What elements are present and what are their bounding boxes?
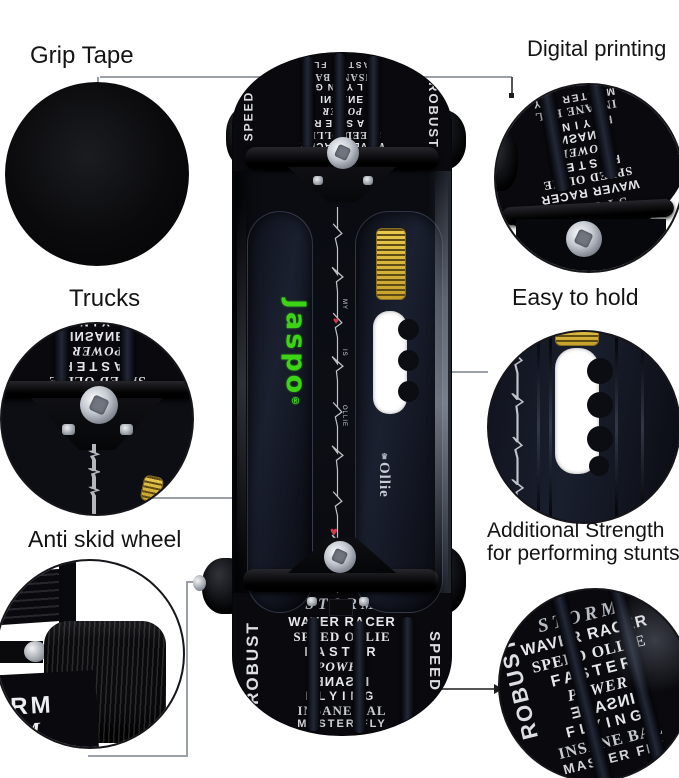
brand-logo-text: Jaspo® — [280, 299, 311, 439]
brand-logo-word: Jaspo — [280, 299, 311, 397]
tail-side-word-left: ROBUST — [242, 621, 262, 705]
grip-tape-leader-tick — [97, 77, 99, 84]
pattern-word: WAVER RACER — [288, 613, 396, 629]
tail-side-word-right: SPEED — [426, 631, 444, 692]
zoom-heartbeat-line — [511, 336, 524, 506]
truck-hanger-top — [288, 167, 396, 203]
kingpin-nut-bottom — [324, 541, 356, 573]
heart-icon: ♥ — [333, 316, 339, 327]
deck-recess-panel-left — [247, 211, 313, 613]
handle-finger-bump — [587, 358, 613, 384]
handle-finger-bump — [589, 456, 609, 476]
zoom-screw — [120, 424, 133, 435]
pattern-word: MASTER FLY — [297, 718, 387, 730]
heart-icon: ♥ — [330, 524, 338, 539]
deck-glare-right — [435, 173, 448, 593]
ekg-word-2: IS — [341, 349, 347, 357]
deck-screw — [313, 176, 323, 185]
anti-skid-leader-vertical — [186, 581, 188, 756]
nose-ridge-1 — [301, 56, 314, 150]
tail-ridge-1 — [307, 617, 320, 731]
zoom-carry-handle — [555, 348, 613, 476]
nose-side-word-right: SPEED — [241, 90, 256, 142]
nose-side-word-left: ROBUST — [426, 82, 442, 149]
deck-screw — [359, 597, 369, 606]
axle-nut-bottom-left — [193, 575, 206, 591]
pattern-word: INSANE — [69, 328, 125, 344]
panel-groove — [537, 332, 540, 522]
carry-handle-cutout — [373, 311, 419, 414]
heart-icon: ♥ — [506, 350, 515, 367]
registered-mark-icon: ® — [290, 396, 301, 411]
handle-finger-bump — [587, 426, 613, 452]
zoom-kingpin-nut — [80, 386, 118, 424]
warning-sticker — [376, 228, 406, 300]
tail-ridge-2 — [353, 621, 366, 733]
model-name-text: ♛Ollie — [375, 452, 392, 498]
zoom-screw — [62, 424, 75, 435]
digital-printing-label: Digital printing — [527, 36, 667, 61]
zoom-kingpin-nut — [566, 221, 602, 257]
kingpin-hex — [331, 548, 349, 566]
zoom-warning-sticker — [555, 332, 599, 346]
ekg-word-3: OLLIE — [341, 405, 347, 428]
kingpin-hex — [334, 144, 352, 162]
easy-to-hold-zoom-circle: ♥ — [487, 330, 679, 524]
panel-groove — [615, 332, 618, 522]
handle-finger-bump — [587, 392, 613, 418]
anti-skid-wheel-label: Anti skid wheel — [28, 526, 182, 552]
nose-ridge-2 — [333, 53, 346, 153]
zoom-ridge — [54, 324, 69, 384]
truck-axle-bottom — [243, 569, 439, 592]
kingpin-nut-top — [327, 137, 359, 169]
trucks-leader-line — [142, 497, 238, 499]
grip-tape-zoom-circle — [5, 82, 189, 266]
handle-finger-bump — [398, 381, 419, 402]
grip-tape-label: Grip Tape — [30, 42, 134, 69]
ekg-word-1: MY — [341, 299, 347, 310]
additional-strength-label-line2: for performing stunts — [487, 542, 679, 565]
deck-screw — [363, 176, 373, 185]
kingpin-hex — [573, 228, 595, 250]
easy-to-hold-label: Easy to hold — [512, 284, 639, 310]
zoom-sticker-fragment — [139, 474, 165, 504]
tail-ridge-3 — [401, 617, 414, 727]
zoom-ridge — [120, 324, 135, 384]
additional-strength-label: Additional Strength for performing stunt… — [487, 519, 679, 565]
heartbeat-line-graphic — [331, 207, 344, 593]
panel-groove — [549, 332, 552, 522]
zoom-heartbeat-line — [88, 444, 100, 514]
pattern-word: POWER — [71, 344, 123, 359]
nose-ridge-3 — [367, 56, 380, 150]
anti-skid-zoom-circle: ORMDRMWAVER — [0, 559, 185, 749]
additional-strength-leader-line — [440, 688, 496, 690]
zoom-wheel-edge — [496, 129, 518, 191]
crown-icon: ♛ — [380, 452, 389, 462]
model-name-word: Ollie — [376, 462, 392, 498]
deck-text-fragment: ORMDRMWAVER — [0, 670, 99, 747]
anti-skid-leader-bottom — [88, 755, 188, 757]
handle-finger-bump — [398, 319, 419, 340]
riser-block — [329, 599, 353, 616]
zoom-deck-fragment-bottom: ORMDRMWAVER — [0, 670, 100, 747]
deck-screw — [307, 597, 317, 606]
trucks-label: Trucks — [69, 285, 141, 312]
zoom-axle-nut — [24, 641, 47, 662]
deck-glare-left — [237, 203, 246, 563]
panel-groove — [641, 332, 644, 522]
kingpin-hex — [88, 394, 110, 416]
handle-finger-bump — [398, 350, 419, 371]
zoom-truck-post — [59, 561, 76, 627]
additional-strength-label-line1: Additional Strength — [487, 519, 665, 542]
